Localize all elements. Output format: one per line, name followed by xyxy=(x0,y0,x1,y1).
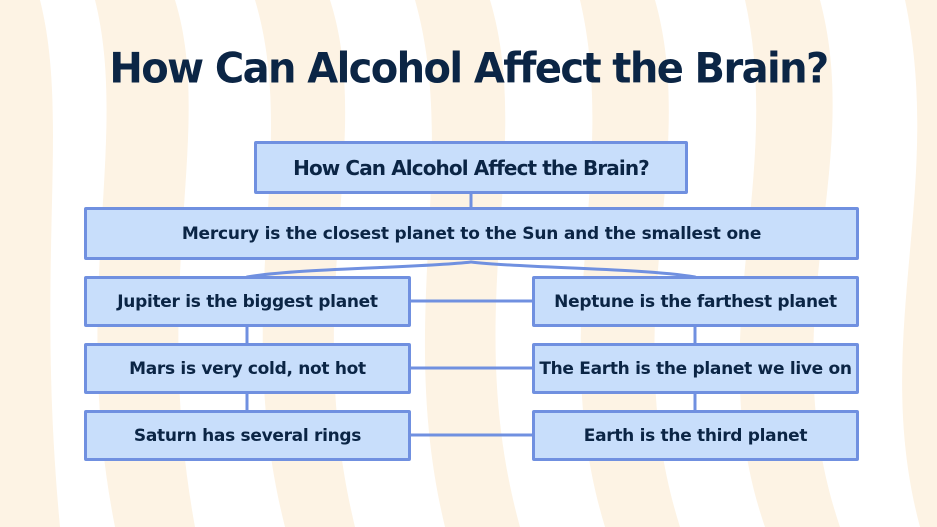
left-node-3: Saturn has several rings xyxy=(84,410,411,461)
slide-title: How Can Alcohol Affect the Brain? xyxy=(109,44,829,94)
left-node-1: Jupiter is the biggest planet xyxy=(84,276,411,327)
diagram-main-node: Mercury is the closest planet to the Sun… xyxy=(84,207,859,260)
right-node-2: The Earth is the planet we live on xyxy=(532,343,859,394)
diagram-header-node: How Can Alcohol Affect the Brain? xyxy=(254,141,688,194)
right-node-1: Neptune is the farthest planet xyxy=(532,276,859,327)
right-node-3: Earth is the third planet xyxy=(532,410,859,461)
left-node-2: Mars is very cold, not hot xyxy=(84,343,411,394)
